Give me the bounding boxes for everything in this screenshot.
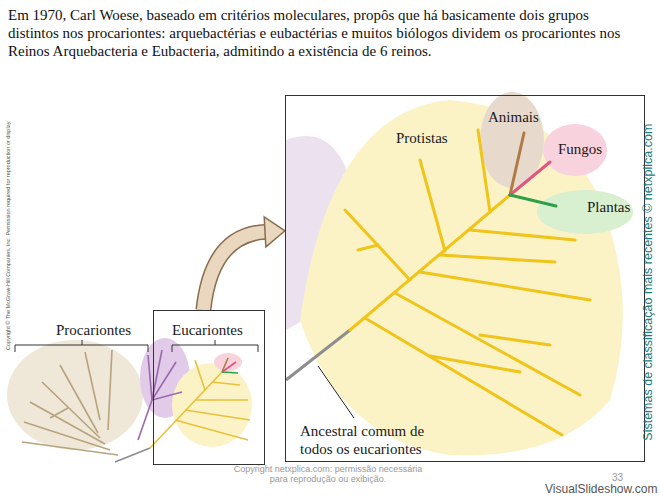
fungi-shade-large (543, 124, 607, 176)
copyright-note: Copyright netxplica.com: permissão neces… (228, 464, 428, 485)
eukaryote-branches (345, 130, 590, 435)
group-label: Eucariontes (172, 321, 243, 339)
fungi-branch (510, 162, 550, 195)
curved-arrow (203, 217, 285, 310)
prokaryote-shade (7, 340, 143, 450)
plant-shade (537, 190, 633, 234)
watermark: VisualSlideshow.com (545, 483, 658, 497)
fungi-shade (214, 353, 242, 371)
kingdom-label: Protistas (396, 129, 448, 147)
archaea-branches (138, 350, 182, 440)
plant-twig (222, 372, 238, 373)
copyright-note: Copyright © The McGraw-Hill Companies, I… (5, 120, 11, 349)
plant-branch (510, 195, 556, 206)
kingdom-label: Plantas (587, 198, 630, 216)
ancestor-label: Ancestral comum de todos os eucariontes (300, 422, 450, 458)
root-stem (115, 448, 150, 462)
eukaryote-shade (172, 363, 252, 447)
side-caption: Sistemas de classificação mais recentes … (641, 124, 655, 441)
slide-title: Em 1970, Carl Woese, baseado em critério… (8, 6, 636, 60)
fungi-twig (222, 362, 236, 372)
prokaryote-bracket (15, 340, 148, 352)
eukaryote-bracket (172, 340, 258, 352)
kingdom-label: Fungos (558, 140, 602, 158)
kingdom-label: Animais (488, 108, 539, 126)
slide-number: 33 (612, 472, 623, 484)
common-ancestor-stem (286, 330, 350, 380)
eukaryote-shade-large (300, 100, 623, 455)
zoom-box: Protistas AnimaisFungosPlantasAncestral c… (285, 95, 645, 462)
leader-line (318, 366, 354, 418)
prokaryote-branches (22, 350, 118, 455)
eukaryote-small-branches (150, 360, 250, 448)
overview-box: Eucariontes (153, 310, 265, 465)
group-label: Procariontes (56, 322, 131, 339)
